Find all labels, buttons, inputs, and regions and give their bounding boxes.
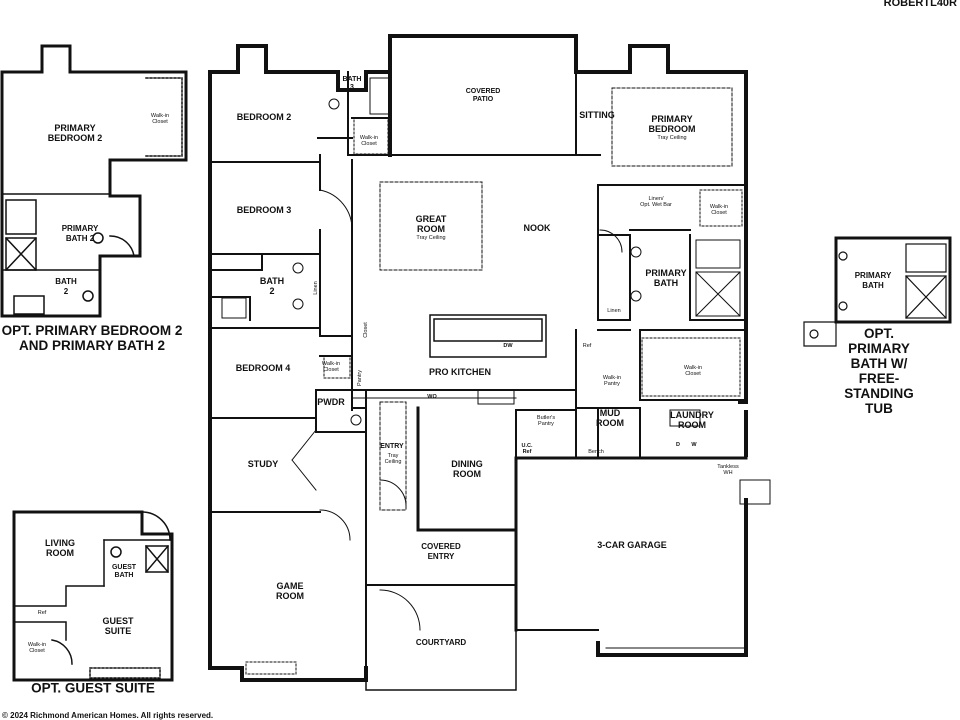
label-mud-room: MUD ROOM bbox=[596, 408, 624, 428]
label-ref: Ref bbox=[582, 343, 592, 349]
label-linen-wetbar: Linen/ Opt. Wet Bar bbox=[640, 196, 672, 208]
option-primary-bath-interior bbox=[803, 243, 947, 347]
option-guest-suite-interior bbox=[13, 511, 173, 679]
label-walkin-pantry: Walk-in Pantry bbox=[602, 375, 622, 387]
option-primary-bedroom-2-walls bbox=[0, 44, 188, 318]
label-covered-patio: COVERED PATIO bbox=[465, 88, 501, 103]
label-walkin-bed2: Walk-in Closet bbox=[359, 135, 379, 147]
label-closet: Closet bbox=[363, 322, 369, 338]
label-primary-bath: PRIMARY BATH bbox=[645, 268, 687, 288]
label-nook: NOOK bbox=[523, 223, 551, 233]
label-walkin-primary: Walk-in Closet bbox=[709, 204, 729, 216]
bathroom-fixtures bbox=[221, 77, 741, 427]
label-tankless-wh: Tankless WH bbox=[717, 464, 739, 476]
label-opt-primary-bath: PRIMARY BATH bbox=[854, 271, 892, 290]
label-bedroom4: BEDROOM 4 bbox=[235, 363, 291, 373]
label-walkin-bed4: Walk-in Closet bbox=[321, 361, 341, 373]
label-uc-ref: U.C. Ref bbox=[521, 443, 533, 455]
closet-outlines bbox=[245, 117, 743, 675]
label-linen-primary: Linen bbox=[607, 308, 621, 314]
tray-ceiling-outlines bbox=[379, 87, 733, 511]
label-opt-bath-2: BATH 2 bbox=[55, 277, 77, 296]
title-opt-guest-suite: OPT. GUEST SUITE bbox=[31, 680, 155, 696]
label-linen-hall: Linen bbox=[313, 281, 319, 295]
label-primary-bedroom-note: Tray Ceiling bbox=[657, 135, 687, 141]
label-garage: 3-CAR GARAGE bbox=[597, 540, 667, 550]
label-opt-primary-bedroom-2: PRIMARY BEDROOM 2 bbox=[47, 123, 103, 143]
label-sitting: SITTING bbox=[579, 110, 615, 120]
label-walkin-closet-2: Walk-in Closet bbox=[683, 365, 703, 377]
label-game-room: GAME ROOM bbox=[276, 581, 304, 601]
label-powder: PWDR bbox=[317, 397, 345, 407]
option-primary-bath-walls bbox=[834, 236, 952, 324]
label-courtyard: COURTYARD bbox=[415, 638, 467, 647]
label-opt-primary-bath-2: PRIMARY BATH 2 bbox=[61, 224, 99, 243]
label-opt-living-room: LIVING ROOM bbox=[44, 538, 76, 558]
label-opt-walkin: Walk-in Closet bbox=[27, 642, 47, 654]
door-swings bbox=[291, 189, 771, 691]
label-dining-room: DINING ROOM bbox=[451, 459, 483, 479]
main-exterior-walls bbox=[208, 34, 748, 682]
label-dishwasher: DW bbox=[503, 343, 513, 349]
title-opt-primary-bath: OPT. PRIMARY BATH W/ FREE-STANDING TUB bbox=[844, 326, 914, 416]
label-opt-ref: Ref bbox=[37, 610, 47, 616]
label-entry-note: Tray Ceiling bbox=[384, 453, 402, 465]
label-opt-walkin: Walk-in Closet bbox=[150, 113, 170, 125]
label-great-room-note: Tray Ceiling bbox=[416, 235, 446, 241]
label-bedroom3: BEDROOM 3 bbox=[236, 205, 292, 215]
label-opt-guest-suite: GUEST SUITE bbox=[102, 616, 134, 636]
label-bench: Bench bbox=[588, 449, 604, 455]
option-primary-bedroom-2-interior bbox=[1, 77, 183, 315]
plan-code: ROBERTL40R bbox=[883, 0, 957, 9]
option-guest-suite-walls bbox=[12, 510, 174, 682]
title-opt-primary-bedroom-2: OPT. PRIMARY BEDROOM 2 AND PRIMARY BATH … bbox=[1, 323, 183, 353]
label-bedroom2: BEDROOM 2 bbox=[236, 112, 292, 122]
kitchen-island bbox=[351, 314, 547, 405]
label-opt-guest-bath: GUEST BATH bbox=[111, 564, 137, 579]
label-bath2: BATH 2 bbox=[259, 276, 285, 296]
label-entry: ENTRY bbox=[380, 443, 404, 450]
main-interior-walls bbox=[209, 71, 747, 631]
label-washer: W bbox=[691, 442, 697, 448]
label-dryer: D bbox=[676, 442, 680, 448]
label-pantry: Pantry bbox=[357, 370, 363, 386]
label-great-room: GREAT ROOM bbox=[415, 214, 447, 234]
label-bath3: BATH 3 bbox=[342, 76, 362, 91]
label-covered-entry: COVERED ENTRY bbox=[421, 542, 461, 561]
label-wall-oven: WO bbox=[427, 394, 437, 400]
label-primary-bedroom: PRIMARY BEDROOM bbox=[648, 114, 696, 134]
copyright: © 2024 Richmond American Homes. All righ… bbox=[2, 711, 214, 720]
label-butlers-pantry: Butler's Pantry bbox=[536, 415, 556, 427]
label-study: STUDY bbox=[247, 459, 279, 469]
label-laundry-room: LAUNDRY ROOM bbox=[670, 410, 714, 430]
label-pro-kitchen: PRO KITCHEN bbox=[428, 367, 492, 377]
